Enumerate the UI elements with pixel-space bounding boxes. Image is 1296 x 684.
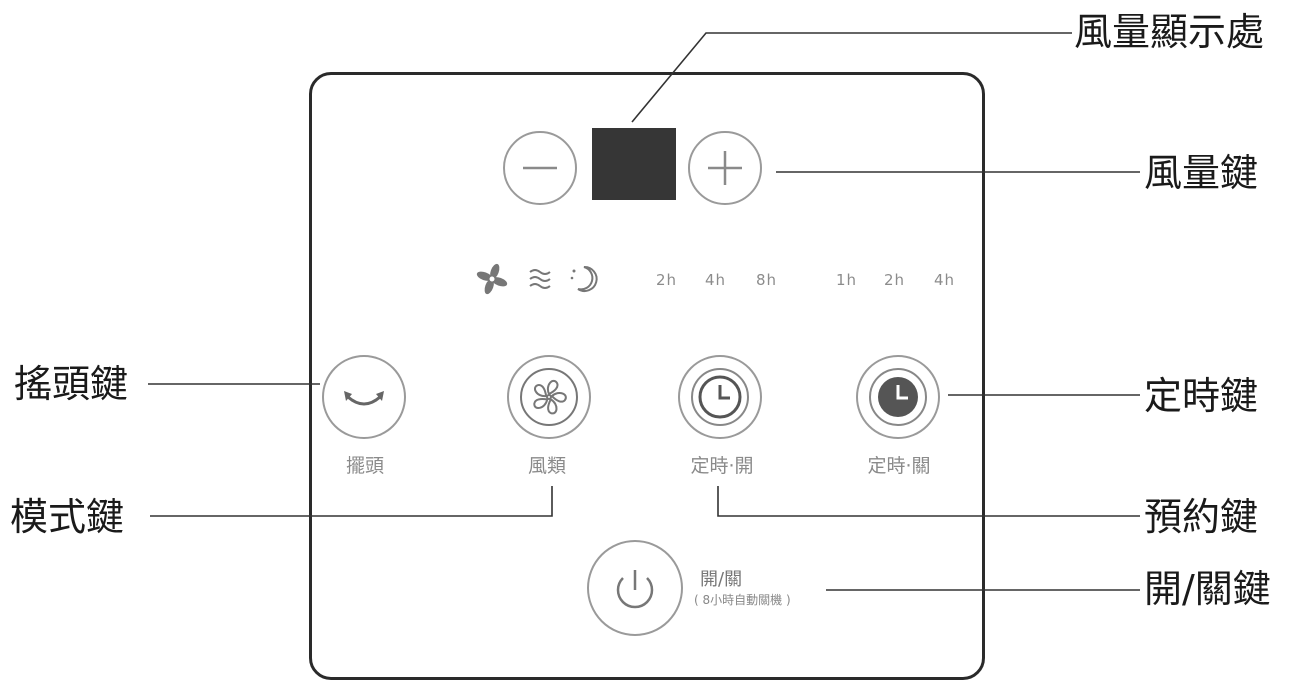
callout-swing-key: 搖頭鍵 (14, 362, 129, 406)
wind-decrease-button[interactable] (503, 131, 577, 205)
sleep-mode-icon (570, 265, 598, 292)
wind-increase-button[interactable] (688, 131, 762, 205)
power-icon (616, 570, 654, 609)
timer-on-button[interactable] (678, 355, 762, 439)
timer-on-label: 定時·開 (690, 455, 754, 477)
timer-off-label: 定時·關 (867, 455, 931, 477)
timer-off-button[interactable] (856, 355, 940, 439)
callout-wind-key: 風量鍵 (1144, 151, 1259, 195)
timer-on-hour-4h: 4h (705, 271, 727, 289)
timer-off-hour-4h: 4h (934, 271, 956, 289)
leader-wind-display (631, 32, 1072, 123)
swing-label: 擺頭 (345, 455, 385, 477)
callout-power-key: 開/關鍵 (1144, 567, 1271, 611)
mode-label: 風類 (527, 455, 567, 477)
timer-on-hour-8h: 8h (756, 271, 778, 289)
callout-mode-key: 模式鍵 (10, 495, 125, 539)
fan-mode-icon (476, 263, 508, 295)
callout-schedule-key: 預約鍵 (1144, 495, 1259, 539)
minus-icon (523, 166, 557, 170)
fan-icon (520, 368, 578, 426)
leader-schedule-key (717, 486, 1140, 517)
natural-wind-icon (529, 269, 551, 289)
swing-button[interactable] (322, 355, 406, 439)
timer-off-hour-2h: 2h (884, 271, 906, 289)
clock-icon (691, 368, 749, 426)
callout-wind-display: 風量顯示處 (1074, 10, 1265, 54)
power-button[interactable] (587, 540, 683, 636)
callout-timer-key: 定時鍵 (1144, 374, 1259, 418)
power-label: 開/關 (700, 569, 743, 590)
mode-indicators (476, 263, 598, 295)
mode-button[interactable] (507, 355, 591, 439)
timer-off-hour-1h: 1h (836, 271, 858, 289)
timer-on-hour-2h: 2h (656, 271, 678, 289)
plus-icon (708, 151, 742, 185)
leader-mode-key (150, 486, 553, 517)
clock-filled-icon (869, 368, 927, 426)
wind-level-display (592, 128, 676, 200)
swing-icon (344, 391, 384, 406)
power-sublabel: ( 8小時自動關機 ) (694, 593, 791, 607)
